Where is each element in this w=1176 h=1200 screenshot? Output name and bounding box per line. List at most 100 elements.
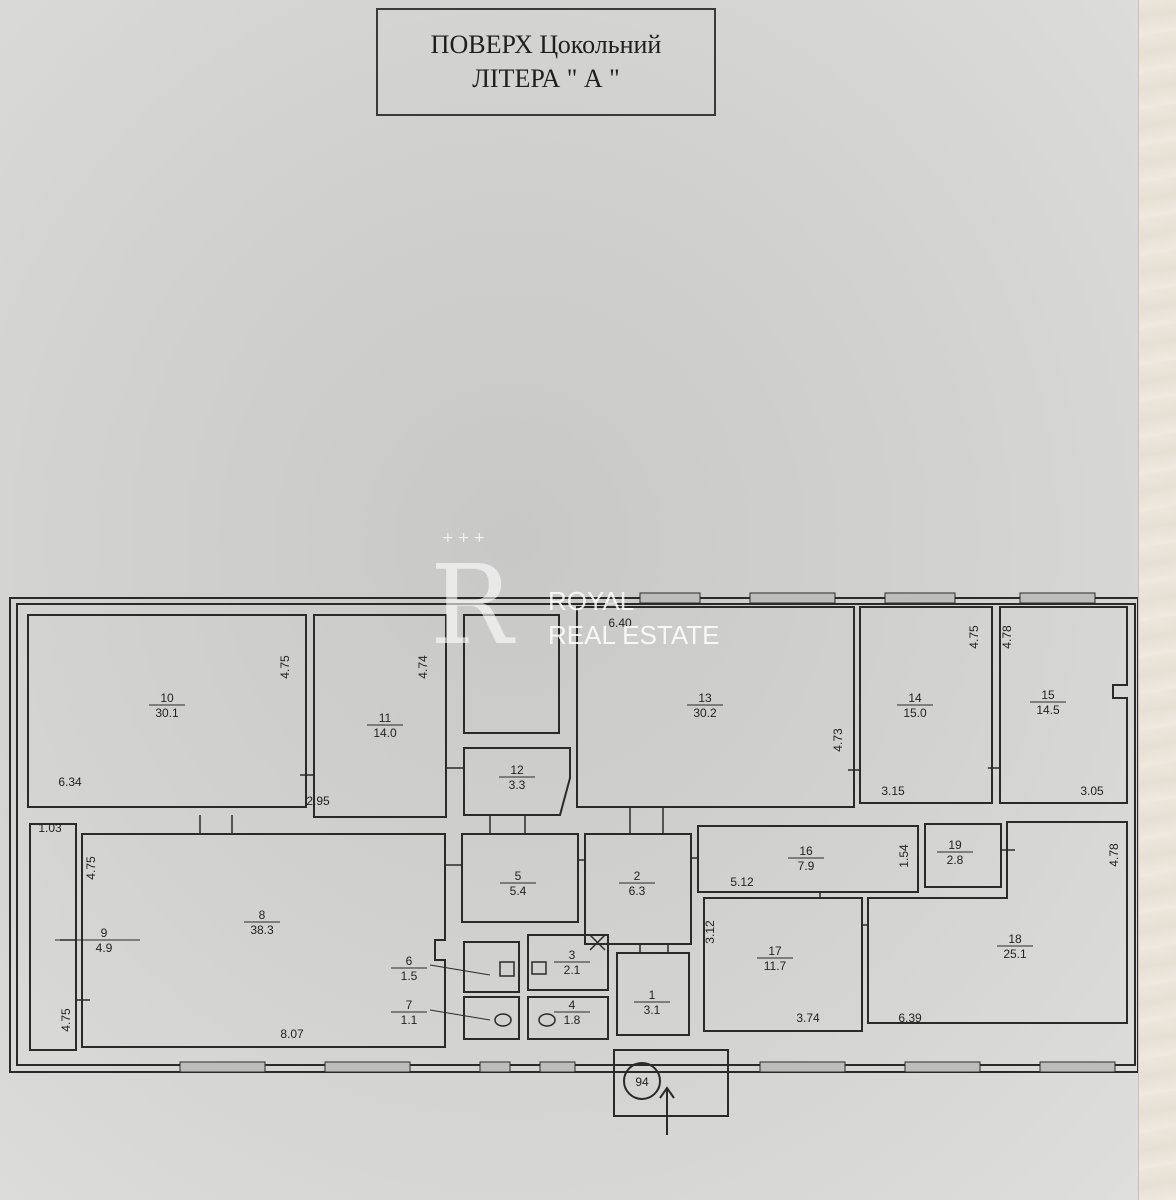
dimension-label: 6.40 — [608, 616, 632, 630]
room-number: 3 — [569, 948, 576, 962]
leader-line — [429, 1009, 491, 1021]
room-number: 11 — [379, 711, 392, 725]
door-mark — [589, 934, 606, 951]
dimension-label: 6.39 — [898, 1011, 922, 1025]
level-marker — [623, 1062, 661, 1100]
toilet-fixture — [499, 961, 515, 977]
room-19-outline — [924, 823, 1002, 888]
windows — [179, 592, 1116, 1073]
title-line-floor: ПОВЕРХ Цокольний — [430, 30, 662, 59]
room-label-8: 838.3 — [244, 908, 280, 937]
title-box: ПОВЕРХ Цокольний ЛІТЕРА " А " — [376, 8, 716, 116]
dimension-label: 5.12 — [730, 875, 754, 889]
room-area: 7.9 — [798, 859, 815, 873]
room-number: 2 — [634, 869, 641, 883]
room-number: 16 — [799, 844, 813, 858]
room-label-3: 32.1 — [554, 948, 590, 977]
room-12-outline — [463, 747, 571, 816]
room-area: 38.3 — [250, 923, 274, 937]
dimension-label: 3.74 — [796, 1011, 820, 1025]
dimension-label: 4.74 — [416, 655, 430, 679]
room-16-outline — [697, 825, 919, 893]
room-4-outline — [527, 996, 609, 1040]
room-number: 4 — [569, 998, 576, 1012]
window — [749, 592, 836, 604]
level-marker-label: 94 — [635, 1075, 649, 1089]
room-18-outline — [867, 821, 1128, 1024]
entrance-porch — [613, 1049, 729, 1117]
leader-line — [429, 964, 491, 976]
room-area: 6.3 — [629, 884, 646, 898]
room-label-9: 94.9 — [86, 926, 122, 955]
room-15-outline — [999, 606, 1128, 804]
window — [759, 1061, 846, 1073]
room-area: 30.2 — [693, 706, 717, 720]
room-area: 2.1 — [564, 963, 581, 977]
dimension-label: 3.12 — [703, 920, 717, 944]
room-area: 1.5 — [401, 969, 418, 983]
room-area: 15.0 — [903, 706, 927, 720]
room-number: 18 — [1008, 932, 1022, 946]
room-number: 19 — [948, 838, 962, 852]
room-number: 12 — [510, 763, 524, 777]
room-label-5: 55.4 — [500, 869, 536, 898]
window — [539, 1061, 576, 1073]
room-10-outline — [27, 614, 307, 808]
room-8-outline — [81, 833, 446, 1048]
room-number: 15 — [1041, 688, 1055, 702]
room-number: 9 — [101, 926, 108, 940]
sink-fixture — [531, 961, 547, 975]
dimension-label: 3.15 — [881, 784, 905, 798]
room-area: 25.1 — [1003, 947, 1027, 961]
entrance — [613, 1049, 729, 1135]
room-14-outline — [859, 606, 993, 804]
room-area: 4.9 — [96, 941, 113, 955]
dimension-label: 4.75 — [84, 856, 98, 880]
window — [479, 1061, 511, 1073]
title-line-letter: ЛІТЕРА " А " — [472, 64, 620, 93]
side-decor-strip — [1138, 0, 1176, 1200]
entry-arrow-head — [659, 1086, 675, 1099]
room-number: 7 — [406, 998, 413, 1012]
room-number: 1 — [649, 988, 656, 1002]
room-label-7: 71.1 — [391, 998, 427, 1027]
window — [1039, 1061, 1116, 1073]
dimension-label: 4.75 — [278, 655, 292, 679]
room-11-outline — [313, 614, 447, 818]
niche-outline — [463, 614, 560, 734]
room-area: 14.0 — [373, 726, 397, 740]
room-area: 1.1 — [401, 1013, 418, 1027]
room-3-outline — [527, 934, 609, 991]
dimension-label: 2.95 — [306, 794, 330, 808]
dimension-label: 1.03 — [38, 821, 62, 835]
dimension-label: 1.54 — [897, 844, 911, 868]
dimension-labels: 4.756.344.742.956.404.734.753.154.783.05… — [38, 616, 1121, 1041]
room-label-2: 26.3 — [619, 869, 655, 898]
room-13-outline — [576, 606, 855, 808]
label-leaders — [55, 939, 491, 1021]
room-number: 17 — [768, 944, 782, 958]
room-number: 13 — [698, 691, 712, 705]
room-area: 5.4 — [510, 884, 527, 898]
window — [884, 592, 956, 604]
room-7-outline — [463, 996, 520, 1040]
room-area: 2.8 — [947, 853, 964, 867]
room-label-16: 167.9 — [788, 844, 824, 873]
dimension-label: 6.34 — [58, 775, 82, 789]
room-number: 10 — [160, 691, 174, 705]
room-label-19: 192.8 — [937, 838, 973, 867]
room-area: 1.8 — [564, 1013, 581, 1027]
room-2-outline — [584, 833, 692, 945]
room-area: 14.5 — [1036, 703, 1060, 717]
room-number: 5 — [515, 869, 522, 883]
room-area: 30.1 — [155, 706, 179, 720]
room-label-4: 41.8 — [554, 998, 590, 1027]
room-17-outline — [703, 897, 863, 1032]
